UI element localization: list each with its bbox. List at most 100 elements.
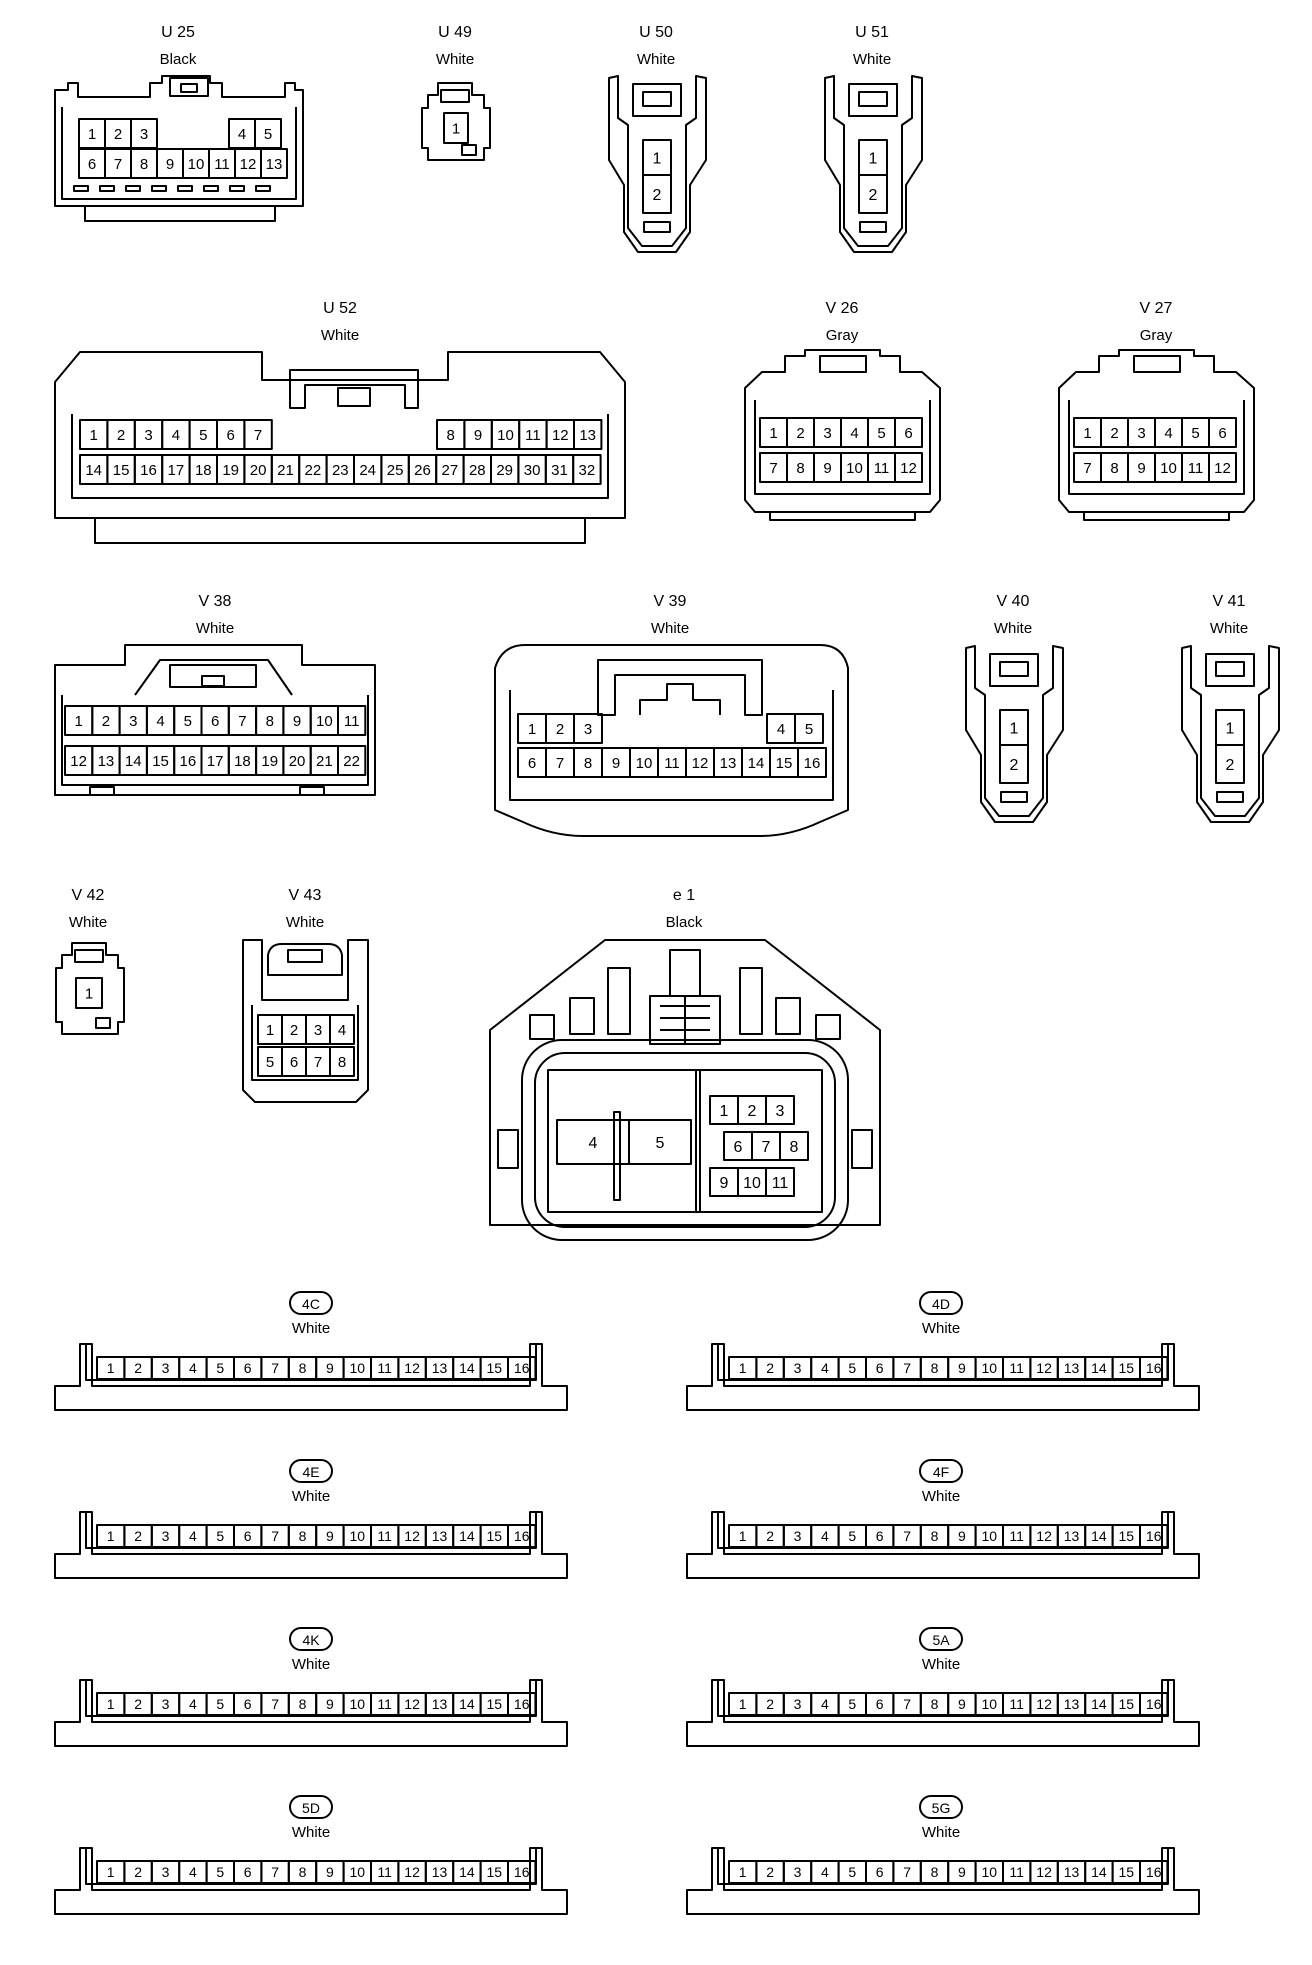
pin-number: 6	[876, 1528, 884, 1544]
pin-number: 5	[848, 1696, 856, 1712]
latch-lock	[639, 683, 721, 715]
connector-id: U 49	[438, 24, 472, 41]
pin-number: 10	[743, 1175, 761, 1192]
rib	[569, 997, 595, 1035]
pin-number: 8	[266, 713, 274, 730]
pin-number: 2	[653, 187, 662, 204]
pin-number: 1	[769, 425, 777, 442]
pin-number: 15	[1119, 1864, 1135, 1880]
pin-cell	[858, 174, 888, 214]
pin-number: 1	[85, 985, 93, 1002]
pin-number: 6	[88, 156, 96, 173]
pin-number: 11	[377, 1528, 392, 1544]
pin-number: 2	[114, 126, 122, 143]
pin-number: 4	[189, 1528, 197, 1544]
pin-number: 10	[188, 156, 205, 173]
connector-4d: 4D White	[686, 1291, 1200, 1411]
pin-number: 16	[514, 1696, 530, 1712]
pin-number: 11	[1009, 1864, 1024, 1880]
pin-number: 12	[1036, 1528, 1052, 1544]
pin-number: 19	[261, 753, 278, 770]
connector-housing	[54, 1679, 568, 1747]
pin-number: 2	[869, 187, 878, 204]
pin-number: 16	[140, 462, 157, 479]
pin-number: 30	[524, 462, 541, 479]
pin-number: 6	[290, 1054, 298, 1071]
connector-id: 4C	[302, 1296, 320, 1312]
connector-id-badge	[919, 1795, 963, 1819]
outer-seal	[521, 1039, 849, 1241]
pin-number: 3	[144, 427, 152, 444]
pin-cell	[329, 1046, 355, 1077]
pin-number: 16	[514, 1528, 530, 1544]
connector-u50: U 50 White	[608, 24, 707, 253]
latch	[267, 943, 343, 976]
connector-id: V 41	[1213, 593, 1246, 610]
pin-number: 13	[432, 1864, 448, 1880]
pin-number: 8	[140, 156, 148, 173]
pin-number: 7	[769, 460, 777, 477]
pin-number: 11	[377, 1864, 392, 1880]
pin-number: 3	[162, 1696, 170, 1712]
connector-id: U 52	[323, 300, 357, 317]
latch	[848, 83, 898, 117]
connector-id-badge	[919, 1459, 963, 1483]
connector-color: White	[922, 1320, 960, 1337]
pin-number: 6	[211, 713, 219, 730]
pin-number: 18	[234, 753, 251, 770]
pin-cell	[794, 713, 824, 744]
pin-number: 20	[289, 753, 306, 770]
pin-number: 13	[1064, 1528, 1080, 1544]
pin-number: 9	[326, 1864, 334, 1880]
pin-number: 9	[326, 1696, 334, 1712]
pin-cell	[507, 1524, 537, 1548]
pin-cell	[1208, 452, 1237, 483]
pin-number: 4	[189, 1864, 197, 1880]
pin-number: 3	[314, 1022, 322, 1039]
pin-number: 8	[299, 1360, 307, 1376]
pin-number: 4	[821, 1528, 829, 1544]
pin-number: 14	[459, 1864, 475, 1880]
latch-window	[999, 661, 1029, 677]
connector-id: U 50	[639, 24, 673, 41]
inner-frame	[1068, 400, 1245, 495]
lower-plate	[94, 518, 586, 544]
pin-number: 21	[316, 753, 333, 770]
inner-frame	[547, 1069, 823, 1213]
pin-number: 6	[528, 755, 536, 772]
connector-housing	[55, 942, 125, 1035]
pin-number: 11	[377, 1696, 392, 1712]
pin-number: 2	[134, 1696, 142, 1712]
inner-frame	[61, 695, 369, 786]
pin-number: 10	[636, 755, 653, 772]
pin-cell	[797, 747, 827, 778]
pin-number: 32	[579, 462, 596, 479]
pin-number: 16	[514, 1864, 530, 1880]
pin-number: 19	[222, 462, 239, 479]
pin-number: 5	[216, 1528, 224, 1544]
connector-u49: U 49 White	[421, 24, 491, 161]
pin-number: 9	[612, 755, 620, 772]
connector-housing	[54, 1847, 568, 1915]
pin-cell	[507, 1692, 537, 1716]
pin-number: 13	[1064, 1696, 1080, 1712]
latch	[1133, 355, 1181, 373]
pin-number: 2	[766, 1360, 774, 1376]
connector-housing	[686, 1679, 1200, 1747]
pin-number: 8	[790, 1139, 799, 1156]
latch-window	[642, 91, 672, 107]
pin-slot	[151, 185, 167, 192]
connector-color: White	[292, 1656, 330, 1673]
pin-number: 8	[931, 1360, 939, 1376]
connector-housing	[824, 75, 923, 253]
connector-id: U 51	[855, 24, 889, 41]
pin-slot	[177, 185, 193, 192]
connector-color: Black	[666, 914, 703, 931]
pin-number: 6	[244, 1864, 252, 1880]
pin-number: 9	[720, 1175, 729, 1192]
pin-number: 9	[293, 713, 301, 730]
pin-number: 5	[216, 1696, 224, 1712]
pin-cell	[894, 452, 923, 483]
pin-number: 5	[656, 1135, 665, 1152]
pin-cell	[329, 1014, 355, 1045]
